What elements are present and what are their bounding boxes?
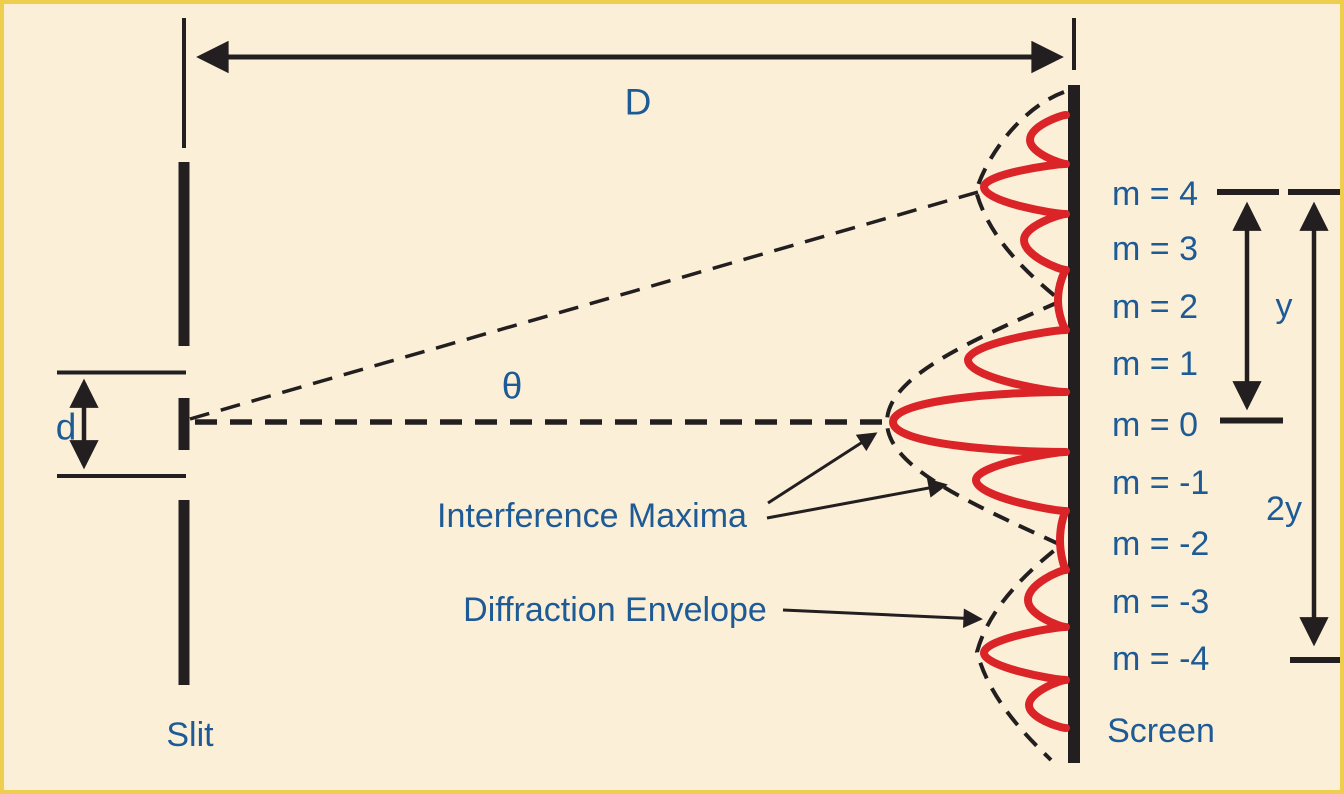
screen-label: Screen bbox=[1107, 712, 1215, 750]
annotation-arrows bbox=[766, 432, 983, 628]
y-distance-label: y bbox=[1275, 287, 1293, 325]
order-label-m0: m = 0 bbox=[1112, 406, 1198, 444]
diffraction-envelope-arrow bbox=[782, 608, 983, 628]
slit-barrier bbox=[57, 18, 190, 685]
distance-D-label: D bbox=[624, 81, 652, 123]
order-label-m1: m = 1 bbox=[1112, 345, 1198, 383]
order-label-m3: m = 3 bbox=[1112, 230, 1198, 268]
order-label-m-4: m = -4 bbox=[1112, 640, 1210, 678]
interference-maxima-arrow-1 bbox=[767, 432, 878, 505]
order-label-m4: m = 4 bbox=[1112, 175, 1198, 213]
slit-separation-d-label: d bbox=[55, 406, 77, 448]
interference-pattern-curve bbox=[889, 111, 1070, 732]
theta-angle-label: θ bbox=[501, 365, 523, 407]
order-label-m-1: m = -1 bbox=[1112, 464, 1210, 502]
order-label-m-3: m = -3 bbox=[1112, 583, 1210, 621]
theta-ray-dashed-line bbox=[189, 190, 979, 421]
order-label-m2: m = 2 bbox=[1112, 288, 1198, 326]
fringe-measurements bbox=[1217, 189, 1340, 663]
diffraction-envelope-label: Diffraction Envelope bbox=[463, 591, 767, 629]
order-label-m-2: m = -2 bbox=[1112, 525, 1210, 563]
diffraction-envelope-curve bbox=[884, 90, 1065, 762]
interference-maxima-arrow-2 bbox=[766, 478, 948, 520]
interference-maxima-label: Interference Maxima bbox=[437, 497, 747, 535]
2y-distance-label: 2y bbox=[1266, 490, 1302, 528]
slit-label: Slit bbox=[166, 716, 214, 754]
